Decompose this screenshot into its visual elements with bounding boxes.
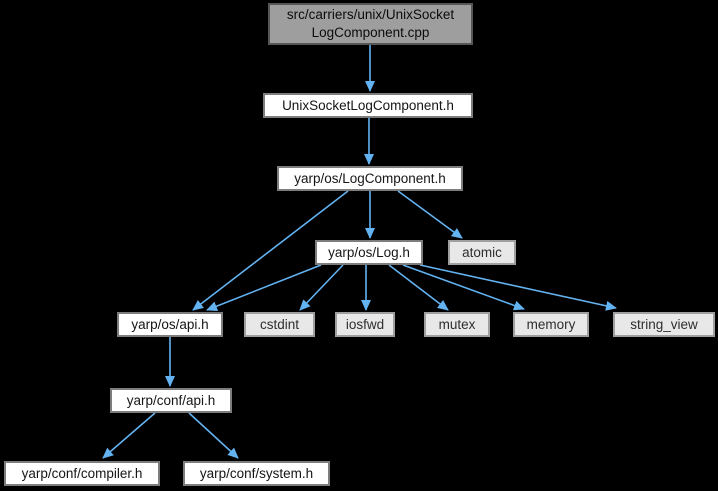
node-label-line: LogComponent.cpp [311, 25, 430, 40]
node-label: yarp/conf/api.h [126, 392, 216, 408]
edge-conf-api-h-to-system-h [188, 412, 239, 459]
edge-log-h-to-cstdint [299, 264, 344, 311]
node-cstdint: cstdint [244, 312, 315, 337]
node-string-view: string_view [613, 312, 715, 337]
node-label: atomic [462, 244, 502, 260]
edge-conf-api-h-to-compiler-h [102, 412, 156, 459]
edge-logcomponent-h-to-atomic [397, 190, 463, 239]
node-label: memory [526, 316, 576, 332]
node-label: string_view [630, 316, 698, 332]
node-yarp-conf-api-h[interactable]: yarp/conf/api.h [110, 388, 232, 413]
node-label-line: src/carriers/unix/UnixSocket [286, 7, 455, 23]
node-label: yarp/conf/compiler.h [21, 465, 143, 481]
node-label: mutex [438, 316, 476, 332]
edge-log-h-to-os-api-h [206, 264, 322, 311]
node-yarp-os-log-h[interactable]: yarp/os/Log.h [315, 240, 423, 265]
edge-log-h-to-memory [402, 264, 525, 311]
node-memory: memory [513, 312, 589, 337]
edge-log-h-to-mutex [388, 264, 449, 311]
node-yarp-conf-system-h[interactable]: yarp/conf/system.h [183, 461, 330, 486]
node-label: iosfwd [345, 316, 385, 332]
edge-logcomponent-h-to-os-api-h [192, 190, 349, 311]
node-label: cstdint [259, 316, 300, 332]
node-label: yarp/conf/system.h [199, 465, 314, 481]
node-yarp-os-api-h[interactable]: yarp/os/api.h [117, 312, 223, 337]
node-iosfwd: iosfwd [335, 312, 395, 337]
node-yarp-os-logcomponent-h[interactable]: yarp/os/LogComponent.h [277, 166, 463, 191]
node-label: yarp/os/Log.h [328, 244, 410, 260]
node-mutex: mutex [424, 312, 490, 337]
node-label: yarp/os/api.h [131, 316, 209, 332]
node-atomic: atomic [448, 240, 516, 265]
node-yarp-conf-compiler-h[interactable]: yarp/conf/compiler.h [4, 461, 160, 486]
node-unixsocketlogcomponent-h[interactable]: UnixSocketLogComponent.h [263, 93, 473, 118]
edge-log-h-to-string-view [419, 264, 617, 311]
node-label: yarp/os/LogComponent.h [294, 170, 446, 186]
node-label: UnixSocketLogComponent.h [282, 97, 454, 113]
node-unixsocketlogcomponent-cpp: src/carriers/unix/UnixSocket LogComponen… [268, 3, 473, 45]
